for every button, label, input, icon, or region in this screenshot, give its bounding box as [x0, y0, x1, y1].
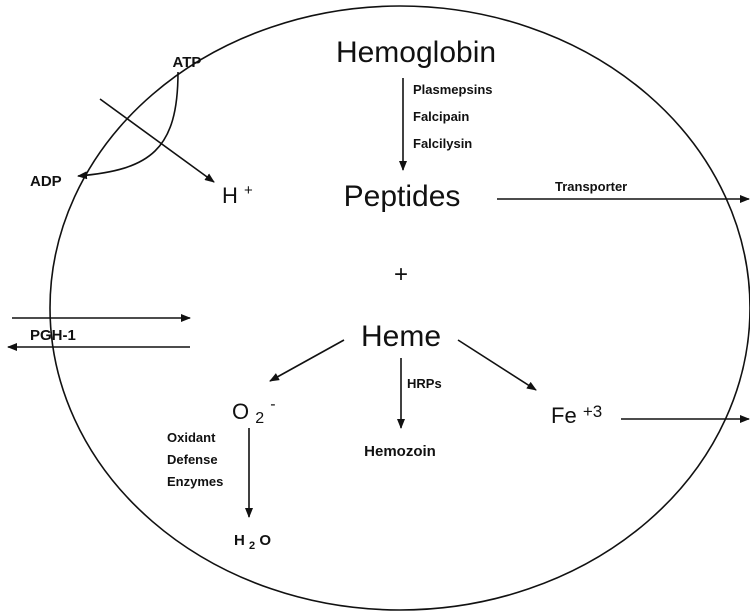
iron-label: Fe +3 [551, 402, 602, 428]
heme-to-superoxide-arrow [269, 339, 345, 382]
vacuole-membrane [49, 5, 750, 611]
proton-label: H + [222, 182, 253, 208]
water-subscript: 2 [249, 540, 255, 552]
superoxide-charge: - [270, 396, 275, 413]
hrps-label: HRPs [407, 376, 442, 391]
enzyme-falcipain: Falcipain [413, 109, 469, 124]
heme-to-iron-arrow [457, 339, 537, 391]
heme-label: Heme [361, 320, 441, 353]
superoxide-subscript: 2 [255, 410, 264, 427]
water-label: H 2 O [234, 532, 271, 553]
proton-influx-arrow [99, 98, 215, 183]
atp-to-adp-arrow [77, 71, 179, 180]
proton-charge: + [244, 182, 253, 199]
water-h: H [234, 532, 245, 549]
oxidant-defense-line-1: Oxidant [167, 430, 216, 445]
plus-sign: + [394, 261, 408, 288]
hemoglobin-label: Hemoglobin [336, 36, 496, 69]
transporter-label: Transporter [555, 179, 627, 194]
superoxide-base: O [232, 399, 249, 424]
enzyme-plasmepsins: Plasmepsins [413, 82, 493, 97]
oxidant-defense-line-2: Defense [167, 452, 218, 467]
iron-base: Fe [551, 403, 577, 428]
pgh1-label: PGH-1 [30, 327, 76, 344]
adp-label: ADP [30, 173, 62, 190]
oxidant-defense-line-3: Enzymes [167, 474, 223, 489]
hemozoin-label: Hemozoin [364, 443, 436, 460]
proton-base: H [222, 183, 238, 208]
iron-charge: +3 [583, 402, 602, 421]
peptides-label: Peptides [344, 180, 461, 213]
enzyme-falcilysin: Falcilysin [413, 136, 472, 151]
atp-label: ATP [173, 54, 202, 71]
water-o: O [259, 532, 271, 549]
superoxide-label: O 2 - [232, 396, 276, 428]
